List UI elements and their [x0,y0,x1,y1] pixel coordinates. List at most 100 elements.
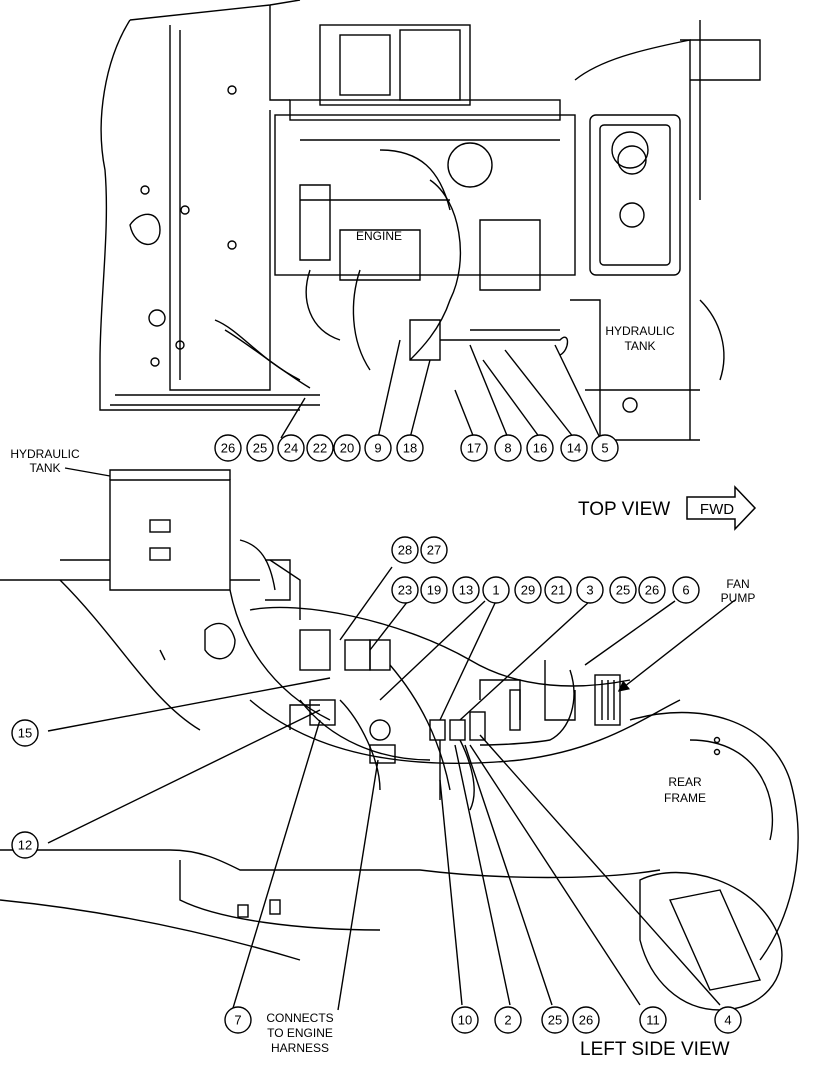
callout-9: 9 [364,434,392,462]
callout-number: 24 [284,441,298,456]
callout-number: 14 [567,441,581,456]
fan-pump-label-line2: PUMP [721,591,756,605]
callout-circle [609,576,637,604]
callout-number: 25 [253,441,267,456]
callout-circle [526,434,554,462]
callout-number: 6 [682,583,689,598]
connects-label-line1: CONNECTS [266,1011,333,1025]
side-hydraulic-tank-label-line2: TANK [29,461,60,475]
callout-circle [576,576,604,604]
callout-number: 29 [521,583,535,598]
callout-26: 26 [638,576,666,604]
callout-circle [494,434,522,462]
callout-number: 11 [646,1013,660,1028]
callout-circle [451,1006,479,1034]
callout-number: 5 [601,441,608,456]
callout-number: 18 [403,441,417,456]
top-hydraulic-tank-label-line1: HYDRAULIC [605,324,675,338]
callout-number: 10 [458,1013,472,1028]
callout-19: 19 [420,576,448,604]
callout-6: 6 [672,576,700,604]
callout-number: 19 [427,583,441,598]
callout-circle [560,434,588,462]
callout-number: 26 [221,441,235,456]
callout-circle [11,831,39,859]
callout-number: 12 [18,838,32,853]
callout-number: 23 [398,583,412,598]
callout-3: 3 [576,576,604,604]
callout-circle [333,434,361,462]
callout-number: 16 [533,441,547,456]
callout-number: 25 [548,1013,562,1028]
engine-label: ENGINE [356,229,402,243]
callout-number: 21 [551,583,565,598]
callout-18: 18 [396,434,424,462]
callout-circle [572,1006,600,1034]
callout-13: 13 [452,576,480,604]
callout-number: 17 [467,441,481,456]
fan-pump-label-line1: FAN [726,577,749,591]
callout-8: 8 [494,434,522,462]
callout-circle [460,434,488,462]
fwd-arrow: FWD [686,485,757,531]
callout-25: 25 [609,576,637,604]
callout-5: 5 [591,434,619,462]
callout-number: 1 [492,583,499,598]
callout-29: 29 [514,576,542,604]
callout-circle [420,536,448,564]
callout-number: 13 [459,583,473,598]
callout-circle [246,434,274,462]
callout-circle [306,434,334,462]
callout-circle [364,434,392,462]
callout-24: 24 [277,434,305,462]
callout-circle [482,576,510,604]
callout-circle [541,1006,569,1034]
callout-circle [494,1006,522,1034]
connects-label-line2: TO ENGINE [267,1026,333,1040]
callout-number: 4 [724,1013,731,1028]
callout-7: 7 [224,1006,252,1034]
callout-circle [224,1006,252,1034]
callout-number: 26 [645,583,659,598]
callout-26: 26 [572,1006,600,1034]
callout-number: 22 [313,441,327,456]
callout-20: 20 [333,434,361,462]
callout-circle [514,576,542,604]
callout-22: 22 [306,434,334,462]
top-view-title: TOP VIEW [578,499,670,520]
callout-number: 27 [427,543,441,558]
callout-number: 15 [18,726,32,741]
callout-15: 15 [11,719,39,747]
callout-21: 21 [544,576,572,604]
callout-circle [214,434,242,462]
callout-number: 28 [398,543,412,558]
callout-23: 23 [391,576,419,604]
callout-circle [396,434,424,462]
callout-circle [277,434,305,462]
callout-25: 25 [541,1006,569,1034]
callout-circle [391,576,419,604]
callout-circle [420,576,448,604]
callout-12: 12 [11,831,39,859]
rear-frame-label-line2: FRAME [664,791,706,805]
callout-17: 17 [460,434,488,462]
callout-number: 26 [579,1013,593,1028]
callout-circle [714,1006,742,1034]
callout-25: 25 [246,434,274,462]
callout-circle [639,1006,667,1034]
callout-14: 14 [560,434,588,462]
callout-number: 25 [616,583,630,598]
callout-circle [591,434,619,462]
callout-28: 28 [391,536,419,564]
top-hydraulic-tank-label-line2: TANK [624,339,655,353]
callout-27: 27 [420,536,448,564]
top-view-drawing [99,0,761,441]
callout-circle [672,576,700,604]
callout-circle [452,576,480,604]
callout-16: 16 [526,434,554,462]
callout-number: 2 [504,1013,511,1028]
left-side-labels: HYDRAULIC TANK FAN PUMP REAR FRAME CONNE… [10,447,755,1055]
callout-circle [11,719,39,747]
